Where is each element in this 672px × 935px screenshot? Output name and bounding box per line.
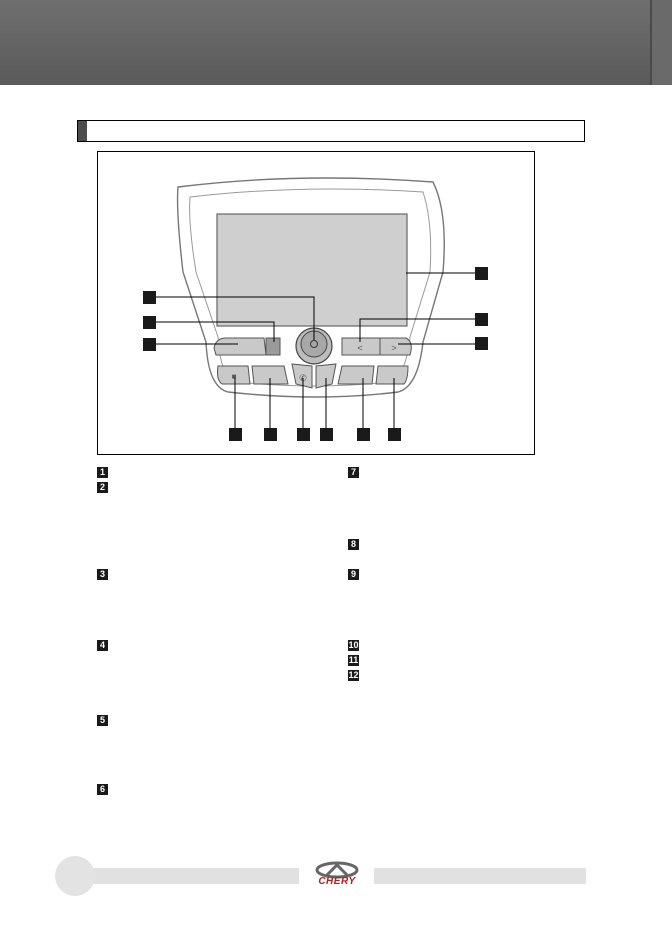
section-title-bar bbox=[77, 120, 585, 142]
brand-name: CHERY bbox=[318, 876, 356, 887]
button-home[interactable] bbox=[213, 337, 267, 356]
housing-outline bbox=[176, 177, 445, 398]
chevron-left-icon: < bbox=[357, 343, 362, 353]
legend-marker-6: 6 bbox=[97, 784, 108, 795]
footer-bar-left bbox=[77, 868, 299, 884]
legend-marker-9: 9 bbox=[348, 569, 359, 580]
chevron-right-icon: > bbox=[391, 343, 396, 353]
button-hangup[interactable] bbox=[315, 363, 337, 389]
chery-logo-icon bbox=[315, 861, 359, 879]
legend-marker-2: 2 bbox=[97, 482, 108, 493]
button-menu[interactable] bbox=[251, 365, 289, 385]
legend-marker-12: 12 bbox=[348, 670, 359, 681]
button-settings[interactable] bbox=[375, 365, 409, 385]
header-side-tab bbox=[652, 0, 672, 85]
legend-marker-1: 1 bbox=[97, 467, 108, 478]
display-screen bbox=[216, 213, 408, 327]
legend-marker-4: 4 bbox=[97, 640, 108, 651]
button-phone[interactable] bbox=[291, 363, 313, 389]
button-volume-wheel[interactable] bbox=[265, 337, 281, 356]
header-band bbox=[0, 0, 672, 85]
section-marker bbox=[78, 121, 87, 141]
header-divider bbox=[650, 0, 652, 85]
button-mute[interactable] bbox=[217, 365, 251, 385]
head-unit-figure: < > ■ ✆ bbox=[97, 151, 535, 455]
legend-marker-3: 3 bbox=[97, 569, 108, 580]
button-media[interactable] bbox=[337, 365, 375, 385]
page-number-tab bbox=[55, 856, 95, 896]
legend-marker-10: 10 bbox=[348, 640, 359, 651]
button-next[interactable] bbox=[379, 337, 412, 356]
head-unit-illustration: < > ■ ✆ bbox=[143, 177, 488, 441]
power-icon bbox=[310, 340, 318, 348]
legend-marker-11: 11 bbox=[348, 655, 359, 666]
legend-marker-8: 8 bbox=[348, 539, 359, 550]
legend-marker-7: 7 bbox=[348, 467, 359, 478]
callout-markers bbox=[143, 267, 488, 441]
footer-bar-right bbox=[374, 868, 586, 884]
legend-marker-5: 5 bbox=[97, 715, 108, 726]
callout-lines bbox=[150, 272, 480, 432]
speaker-icon: ■ bbox=[232, 372, 237, 381]
